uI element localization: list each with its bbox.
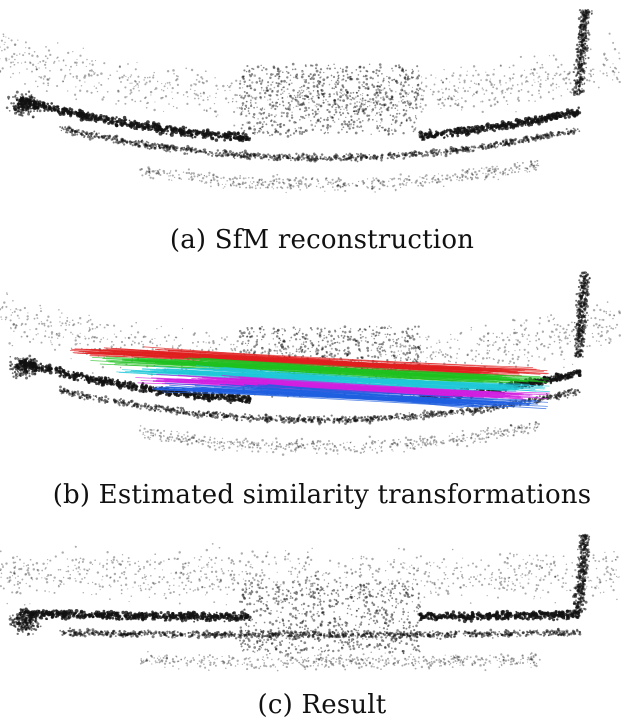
caption-b: (b) Estimated similarity transformations: [52, 480, 592, 510]
panel-c-image: [0, 525, 644, 705]
caption-c: (c) Result: [257, 690, 387, 720]
result-pointcloud: [0, 533, 620, 672]
sfm-reconstruction-pointcloud: [0, 8, 621, 194]
caption-a: (a) SfM reconstruction: [169, 225, 475, 255]
panel-b-image: [0, 262, 644, 462]
panel-a-image: [0, 0, 644, 200]
similarity-transformations-pointcloud: [0, 271, 621, 456]
